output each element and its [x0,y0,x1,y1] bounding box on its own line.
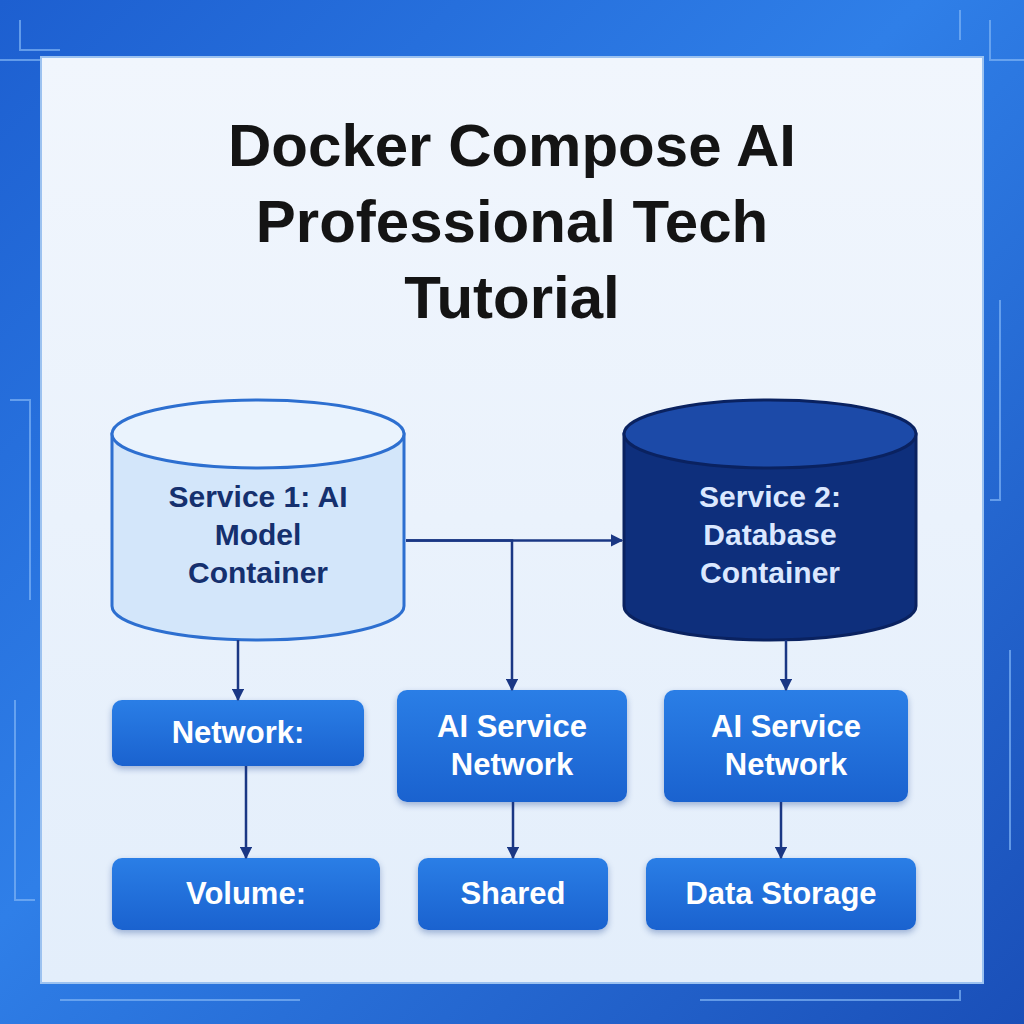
box-label: AI Service Network [409,708,615,784]
node-text-group: Network: [172,714,305,752]
container-cylinder: Service 2: Database Container [622,400,918,640]
service-label: Service 2: Database Container [678,478,863,592]
component-box: Volume: [112,858,380,930]
node-text-group: Service 1: AI Model Container [166,448,351,592]
component-box: AI Service Network [664,690,908,802]
node-text-group: Service 2: Database Container [678,448,863,592]
flow-arrow [512,802,515,858]
component-box: Shared [418,858,608,930]
component-box: Data Storage [646,858,916,930]
box-label: Data Storage [685,875,876,913]
box-label: Volume: [186,875,306,913]
container-cylinder: Service 1: AI Model Container [110,400,406,640]
node-text-group: Data Storage [685,875,876,913]
flow-arrow [406,539,622,542]
component-box: AI Service Network [397,690,627,802]
node-text-group: AI Service Network [676,708,896,784]
flow-arrow [780,802,783,858]
node-text-group: Shared [460,875,565,913]
flow-arrow [406,540,512,690]
flow-arrow [237,640,240,700]
flow-arrow [245,766,248,858]
node-text-group: AI Service Network [409,708,615,784]
flow-arrow [785,640,788,690]
service-label: Service 1: AI Model Container [166,478,351,592]
node-text-group: Volume: [186,875,306,913]
component-box: Network: [112,700,364,766]
diagram-title: Docker Compose AI Professional Tech Tuto… [212,108,812,336]
box-label: Shared [460,875,565,913]
box-label: Network: [172,714,305,752]
box-label: AI Service Network [676,708,896,784]
